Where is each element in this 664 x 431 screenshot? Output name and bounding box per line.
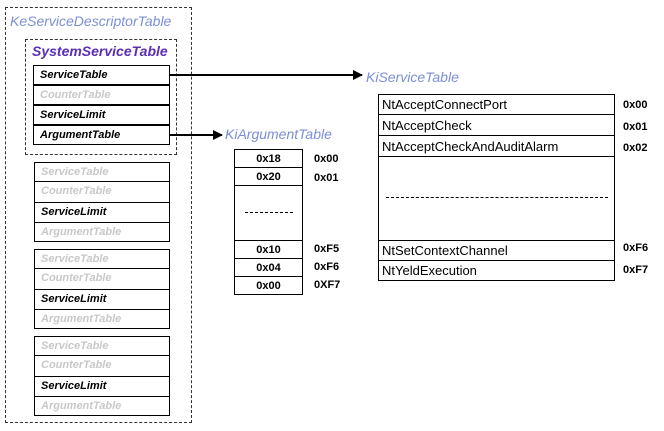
- ki-service-table-title: KiServiceTable: [366, 69, 459, 85]
- shadow3-argument-table: ArgumentTable: [34, 396, 170, 416]
- shadow2-service-table: ServiceTable: [34, 249, 170, 269]
- system-field-service-table: ServiceTable: [33, 65, 170, 85]
- ki-argument-entry-f7: 0x00: [234, 276, 303, 294]
- system-field-argument-table: ArgumentTable: [33, 125, 170, 145]
- shadow1-service-limit: ServiceLimit: [34, 202, 170, 222]
- ki-argument-index-f6: 0xF6: [314, 261, 340, 273]
- ki-service-entry-2: NtAcceptCheckAndAuditAlarm: [378, 137, 615, 157]
- shadow2-counter-table: CounterTable: [34, 269, 170, 289]
- shadow3-service-table: ServiceTable: [34, 336, 170, 356]
- ki-service-ellipsis: [386, 197, 608, 198]
- ki-argument-index-1: 0x01: [314, 172, 339, 184]
- ki-service-index-1: 0x01: [623, 121, 648, 133]
- system-field-counter-table: CounterTable: [33, 85, 170, 105]
- ki-service-entry-f7: NtYeldExecution: [378, 260, 615, 281]
- ki-argument-table: [234, 149, 303, 295]
- ki-argument-index-f7: 0XF7: [314, 279, 341, 291]
- ki-argument-entry-f6: 0x04: [234, 258, 303, 276]
- shadow3-counter-table: CounterTable: [34, 356, 170, 376]
- ki-argument-index-0: 0x00: [314, 153, 339, 165]
- ki-argument-index-f5: 0xF5: [314, 243, 340, 255]
- ki-service-index-f6: 0xF6: [623, 242, 649, 254]
- system-service-table: [25, 39, 177, 155]
- ki-service-index-0: 0x00: [623, 99, 648, 111]
- ki-service-entry-0: NtAcceptConnectPort: [378, 95, 615, 115]
- shadow1-service-table: ServiceTable: [34, 162, 170, 182]
- ke-service-descriptor-table: [5, 7, 192, 423]
- ki-service-index-f7: 0xF7: [623, 264, 649, 276]
- ki-service-entry-1: NtAcceptCheck: [378, 116, 615, 136]
- system-field-service-limit: ServiceLimit: [33, 105, 170, 125]
- shadow2-service-limit: ServiceLimit: [34, 289, 170, 309]
- shadow2-argument-table: ArgumentTable: [34, 309, 170, 329]
- ke-service-descriptor-table-title: KeServiceDescriptorTable: [10, 13, 172, 29]
- ki-argument-table-title: KiArgumentTable: [225, 126, 332, 142]
- ki-service-table: [378, 94, 615, 281]
- shadow3-service-limit: ServiceLimit: [34, 376, 170, 396]
- shadow1-argument-table: ArgumentTable: [34, 222, 170, 242]
- ki-argument-ellipsis: [245, 212, 293, 213]
- shadow1-counter-table: CounterTable: [34, 182, 170, 202]
- ki-argument-entry-0: 0x18: [234, 150, 303, 168]
- ki-service-index-2: 0x02: [623, 142, 648, 154]
- system-service-table-title: SystemServiceTable: [32, 43, 168, 59]
- ki-argument-entry-1: 0x20: [234, 168, 303, 186]
- ki-argument-entry-f5: 0x10: [234, 240, 303, 258]
- ki-service-entry-f6: NtSetContextChannel: [378, 240, 615, 260]
